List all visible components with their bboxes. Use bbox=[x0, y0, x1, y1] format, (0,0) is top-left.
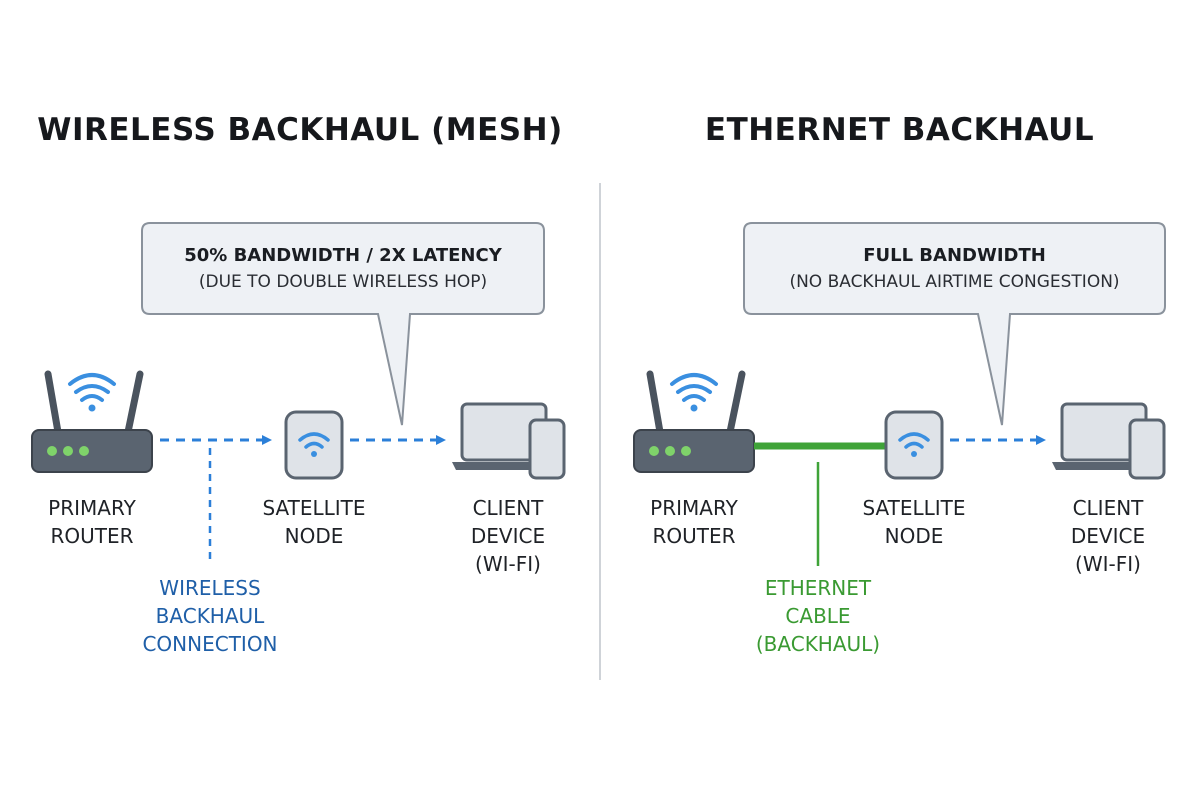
left-wireless-links bbox=[160, 435, 446, 560]
left-router-icon bbox=[31, 370, 153, 473]
left-callout-text: 50% BANDWIDTH / 2X LATENCY (DUE TO DOUBL… bbox=[142, 245, 544, 292]
left-satellite-icon bbox=[284, 410, 344, 480]
right-router-wifi-icon bbox=[670, 373, 718, 402]
right-router-label: PRIMARY ROUTER bbox=[650, 496, 738, 548]
left-satellite-label: SATELLITE NODE bbox=[262, 496, 366, 548]
right-satellite-icon bbox=[884, 410, 944, 480]
right-router-icon bbox=[633, 370, 755, 473]
right-link-label: ETHERNET CABLE (BACKHAUL) bbox=[755, 576, 881, 656]
right-client-label: CLIENT DEVICE (WI-FI) bbox=[1070, 496, 1146, 576]
left-client-label: CLIENT DEVICE (WI-FI) bbox=[470, 496, 546, 576]
left-client-device-icon bbox=[452, 402, 566, 480]
right-callout-bubble bbox=[743, 222, 1166, 426]
right-panel-title: ETHERNET BACKHAUL bbox=[704, 112, 1095, 148]
right-callout-text: FULL BANDWIDTH (NO BACKHAUL AIRTIME CONG… bbox=[744, 245, 1165, 292]
right-callout-headline: FULL BANDWIDTH bbox=[863, 245, 1046, 266]
left-router-wifi-icon bbox=[68, 373, 116, 402]
right-ethernet-cable bbox=[754, 442, 886, 566]
right-client-device-icon bbox=[1052, 402, 1166, 480]
left-callout-headline: 50% BANDWIDTH / 2X LATENCY bbox=[184, 245, 502, 266]
right-satellite-label: SATELLITE NODE bbox=[862, 496, 966, 548]
left-panel-title: WIRELESS BACKHAUL (MESH) bbox=[37, 112, 563, 148]
left-link-label: WIRELESS BACKHAUL CONNECTION bbox=[142, 576, 278, 656]
left-callout-bubble bbox=[141, 222, 545, 426]
left-callout-subline: (DUE TO DOUBLE WIRELESS HOP) bbox=[198, 272, 488, 292]
panel-divider bbox=[599, 183, 601, 680]
left-router-label: PRIMARY ROUTER bbox=[48, 496, 136, 548]
right-callout-subline: (NO BACKHAUL AIRTIME CONGESTION) bbox=[789, 272, 1120, 292]
